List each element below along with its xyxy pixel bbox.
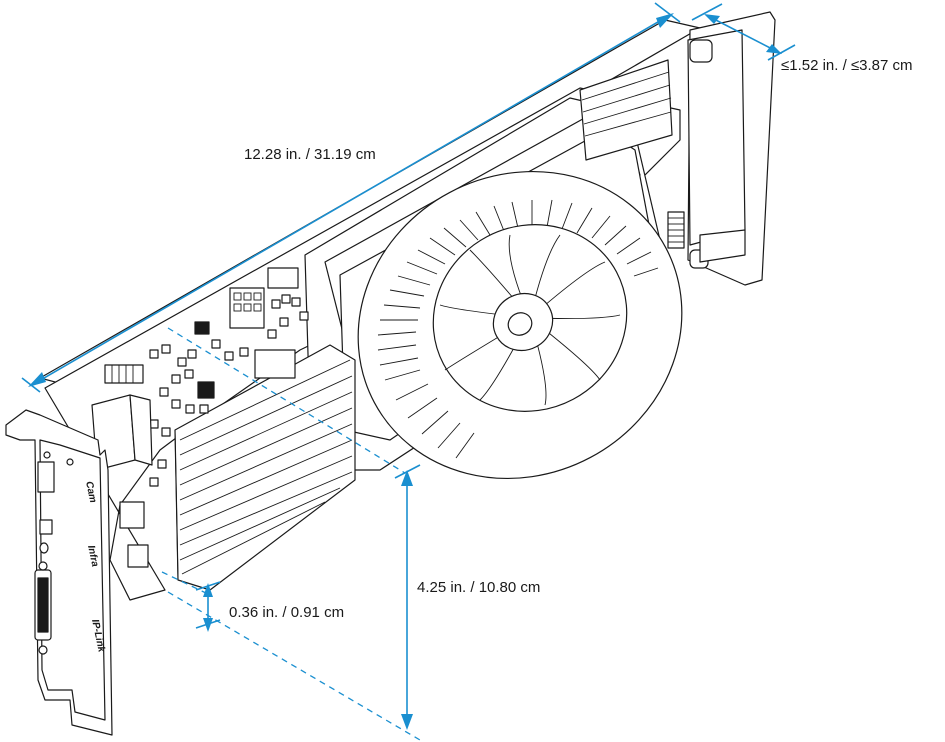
- cooling-fan: [357, 170, 683, 480]
- io-bracket: Cam Infra IP-Link: [5, 409, 113, 736]
- pin-header: [104, 364, 144, 384]
- pcb-components: [91, 267, 309, 568]
- dimension-length: 12.28 in. / 31.19 cm: [21, 2, 681, 393]
- ethernet-port: [37, 461, 55, 493]
- width-label: ≤1.52 in. / ≤3.87 cm: [781, 57, 913, 74]
- power-connector: [229, 287, 265, 329]
- side-pin-header: [667, 211, 685, 249]
- bracket-offset-label: 0.36 in. / 0.91 cm: [229, 604, 344, 621]
- bracket-label-infra: Infra: [85, 544, 100, 568]
- bracket-label-cam: Cam: [83, 480, 98, 504]
- infra-port: [39, 519, 53, 535]
- front-heatsink: [174, 344, 356, 591]
- dimension-height: 4.25 in. / 10.80 cm: [167, 327, 540, 741]
- heatsink-fins: [377, 199, 659, 459]
- height-label: 4.25 in. / 10.80 cm: [417, 579, 540, 596]
- dimension-bracket-offset: 0.36 in. / 0.91 cm: [161, 571, 344, 632]
- length-label: 12.28 in. / 31.19 cm: [244, 146, 376, 163]
- card-rear-plate: [39, 11, 776, 389]
- dimension-width: ≤1.52 in. / ≤3.87 cm: [691, 3, 913, 74]
